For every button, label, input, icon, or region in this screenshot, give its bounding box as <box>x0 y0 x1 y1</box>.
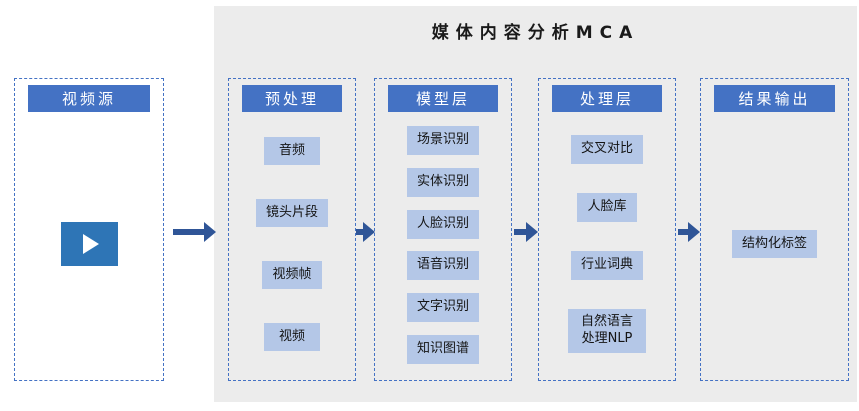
node-knowledge-graph: 知识图谱 <box>406 335 479 364</box>
arrow-shaft <box>514 229 526 235</box>
column-video-source: 视频源 <box>14 78 164 381</box>
arrow-shaft <box>173 229 204 235</box>
column-body-result-output: 结构化标签 <box>701 112 848 380</box>
node-shot-clips: 镜头片段 <box>255 198 328 228</box>
play-icon <box>83 234 99 254</box>
node-video-frames: 视频帧 <box>262 260 322 290</box>
arrow-head <box>688 222 700 242</box>
node-audio: 音频 <box>264 136 320 166</box>
arrow-head <box>526 222 538 242</box>
node-face-recognition: 人脸识别 <box>406 209 479 239</box>
arrow-right-icon <box>356 222 375 242</box>
column-body-preprocess: 音频 镜头片段 视频帧 视频 <box>229 112 355 380</box>
column-process-layer: 处理层 交叉对比 人脸库 行业词典 自然语言处理NLP <box>538 78 676 381</box>
arrow-right-icon <box>173 222 216 242</box>
node-scene-recognition: 场景识别 <box>406 126 479 155</box>
arrow-right-icon <box>678 222 700 242</box>
node-structured-tags: 结构化标签 <box>731 229 817 259</box>
arrow-right-icon <box>514 222 538 242</box>
arrow-shaft <box>678 229 688 235</box>
column-header-video-source: 视频源 <box>28 85 150 112</box>
column-preprocess: 预处理 音频 镜头片段 视频帧 视频 <box>228 78 356 381</box>
node-cross-compare: 交叉对比 <box>570 134 643 164</box>
column-header-preprocess: 预处理 <box>242 85 342 112</box>
node-text-recognition: 文字识别 <box>406 293 479 323</box>
column-result-output: 结果输出 结构化标签 <box>700 78 849 381</box>
column-header-process-layer: 处理层 <box>552 85 662 112</box>
column-body-video-source <box>15 112 163 380</box>
node-video: 视频 <box>264 322 320 352</box>
arrow-head <box>204 222 216 242</box>
node-nlp: 自然语言处理NLP <box>568 309 646 354</box>
play-button <box>60 222 118 266</box>
diagram-title: 媒体内容分析MCA <box>431 23 640 43</box>
node-speech-recognition: 语音识别 <box>406 251 479 281</box>
column-body-process-layer: 交叉对比 人脸库 行业词典 自然语言处理NLP <box>539 112 675 380</box>
arrow-head <box>363 222 375 242</box>
column-body-model-layer: 场景识别 实体识别 人脸识别 语音识别 文字识别 知识图谱 <box>375 112 511 380</box>
column-header-result-output: 结果输出 <box>714 85 835 112</box>
column-header-model-layer: 模型层 <box>388 85 498 112</box>
node-face-database: 人脸库 <box>577 192 637 222</box>
arrow-shaft <box>356 229 363 235</box>
node-entity-recognition: 实体识别 <box>406 167 479 197</box>
node-industry-dictionary: 行业词典 <box>570 251 643 281</box>
column-model-layer: 模型层 场景识别 实体识别 人脸识别 语音识别 文字识别 知识图谱 <box>374 78 512 381</box>
